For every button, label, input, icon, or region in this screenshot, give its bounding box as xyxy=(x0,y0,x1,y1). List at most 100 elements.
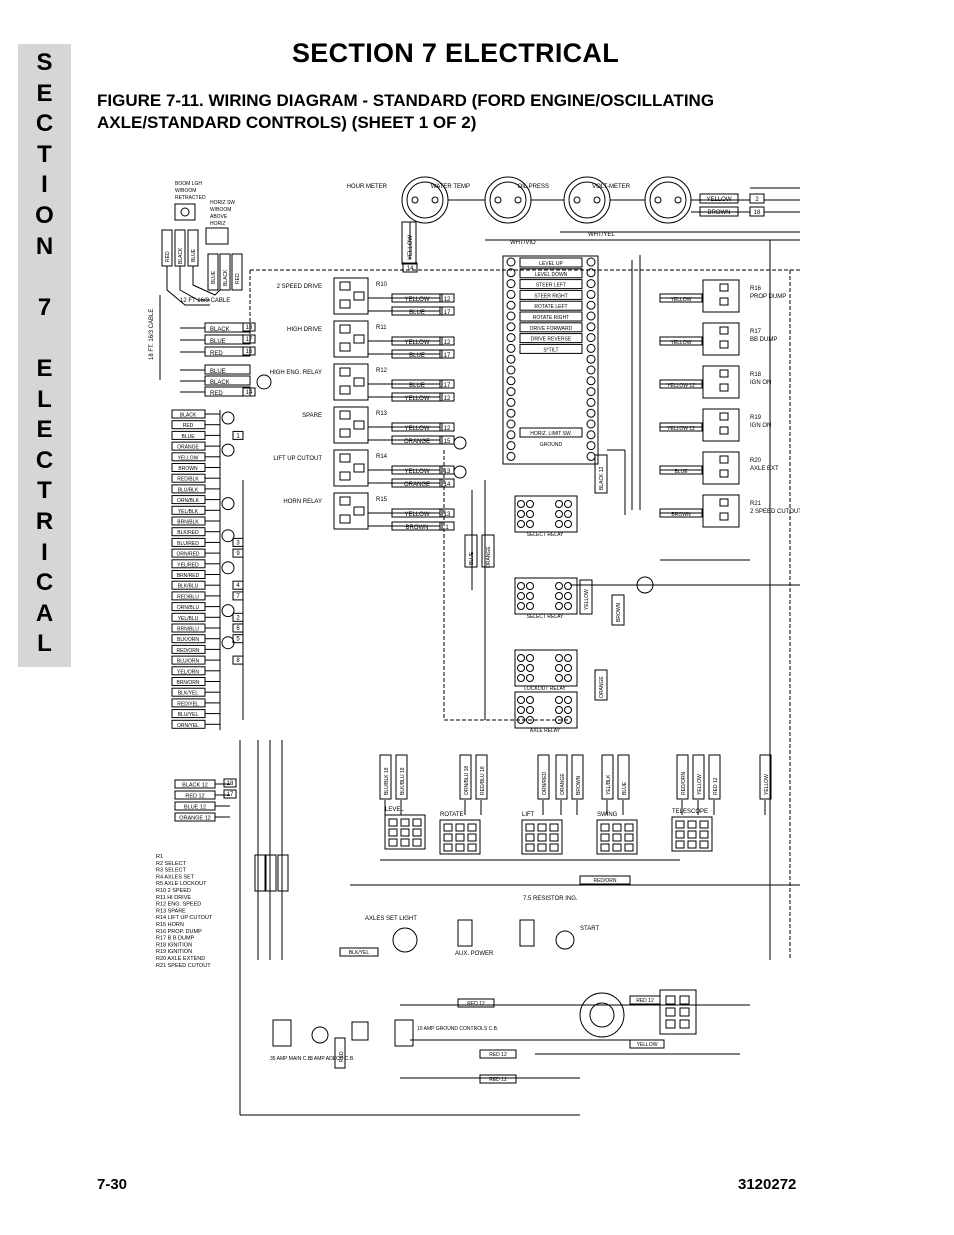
relay-marker xyxy=(221,561,235,575)
side-tab-letter: R xyxy=(35,508,54,535)
relay-pin xyxy=(339,299,351,309)
relay-id: R16 xyxy=(750,286,762,292)
switch-pin xyxy=(443,823,453,832)
terminal-label: ROTATE LEFT xyxy=(534,304,567,310)
relay-pin xyxy=(719,326,729,335)
legend-entry: R3 SELECT xyxy=(156,868,187,874)
terminal-label: S*TILT xyxy=(543,347,558,353)
gauge-inner xyxy=(489,181,527,219)
wire-label: RED 12 xyxy=(713,777,719,795)
relay-box xyxy=(333,406,369,444)
lead-label: BLUE 12 xyxy=(184,805,206,811)
gauge-inner xyxy=(568,181,606,219)
legend-entry: R13 SPARE xyxy=(156,908,186,914)
wire-tag xyxy=(242,346,256,356)
wire-tag-label: 18 xyxy=(754,210,761,216)
wire xyxy=(166,266,210,306)
vertical-tag xyxy=(579,579,593,615)
terminal-strip xyxy=(502,255,599,465)
wire-tag xyxy=(242,322,256,332)
switch-label: LEVEL xyxy=(385,807,404,813)
switch-contact xyxy=(180,207,190,217)
terminal xyxy=(506,365,516,375)
wire-tag xyxy=(339,947,379,957)
vertical-tag xyxy=(617,754,630,800)
wire-label: BLUE xyxy=(191,248,197,262)
vertical-tag xyxy=(594,669,608,701)
vertical-tag xyxy=(611,594,625,626)
side-tab-letter: 7 xyxy=(37,293,52,321)
wire-label: BLUE xyxy=(409,310,425,316)
switch-pin xyxy=(624,833,634,842)
color-label: BLU/YEL xyxy=(178,712,199,718)
wire-label: ORANGE xyxy=(486,546,492,568)
wire-tag xyxy=(204,375,251,386)
color-label: RED/BLK xyxy=(177,477,199,483)
wire-label: 12 xyxy=(444,297,451,303)
legend-entry: R12 ENG. SPEED xyxy=(156,902,201,908)
switch-pin xyxy=(675,830,685,839)
vertical-tag xyxy=(475,754,488,800)
wire-tag xyxy=(479,1049,517,1059)
wire-tag xyxy=(439,336,455,346)
legend-entry: R16 PROP. DUMP xyxy=(156,929,202,935)
switch-pin xyxy=(612,843,622,852)
ignition-switch xyxy=(579,992,625,1038)
wire-label: BLACK xyxy=(223,269,229,286)
wire-label: 14 xyxy=(444,482,451,488)
relay-box xyxy=(333,449,369,487)
vertical-tag xyxy=(265,854,277,892)
relay-label: SELECT RELAY xyxy=(527,532,564,538)
color-label: BRN/BLK xyxy=(177,520,199,526)
terminal xyxy=(506,279,516,289)
legend-entry: R14 LIFT UP CUTOUT xyxy=(156,915,213,921)
component-label: AUX. POWER xyxy=(455,951,494,957)
start-solenoid xyxy=(555,930,575,950)
vertical-tag xyxy=(708,754,721,800)
wire-label: YELLOW xyxy=(671,340,692,346)
relay-pin xyxy=(526,592,534,600)
terminal xyxy=(506,419,516,429)
wire-tag xyxy=(659,422,703,432)
wire-tag xyxy=(659,465,703,475)
relay-pin xyxy=(719,498,729,507)
color-label: BLK/RED xyxy=(177,530,199,536)
terminal xyxy=(586,451,596,461)
relay-pin xyxy=(526,510,534,518)
wire-label: 13 xyxy=(444,469,451,475)
relay-pin xyxy=(517,654,525,662)
terminal xyxy=(506,289,516,299)
terminal xyxy=(506,322,516,332)
relay-pin xyxy=(719,297,729,306)
vertical-tag xyxy=(395,754,408,800)
terminal xyxy=(586,257,596,267)
gauge-terminal xyxy=(654,196,662,204)
wire-label: YELLOW xyxy=(404,297,429,303)
switch-label: ABOVE xyxy=(210,214,228,220)
relay-pin xyxy=(339,496,351,506)
side-tab-letter: T xyxy=(37,477,52,505)
relay-marker xyxy=(256,374,272,390)
gauge-inner xyxy=(406,181,444,219)
wire-label: YELLOW xyxy=(404,426,429,432)
switch-pin xyxy=(400,818,410,827)
wire-label: ORN/BLU 18 xyxy=(464,766,470,795)
terminal xyxy=(506,451,516,461)
wire-tag-label: 9 xyxy=(236,551,240,557)
wire-label: 12 xyxy=(444,396,451,402)
relay-label: AXLE EXT xyxy=(750,466,779,472)
switch-pin xyxy=(549,843,559,852)
relay-pin xyxy=(719,512,729,521)
wire-label: WHT/YEL xyxy=(588,232,615,238)
relay-marker xyxy=(453,465,467,479)
color-label: RED/ORN xyxy=(176,648,199,654)
relay-pin xyxy=(564,520,572,528)
color-label: BRN/RED xyxy=(177,573,200,579)
relay-label: SELECT RELAY xyxy=(527,614,564,620)
wire-label: 12 xyxy=(444,340,451,346)
color-label: RED xyxy=(183,423,194,429)
relay-pin xyxy=(339,342,351,352)
wire-label: BLUE xyxy=(210,339,226,345)
relay-id: R10 xyxy=(376,282,388,288)
